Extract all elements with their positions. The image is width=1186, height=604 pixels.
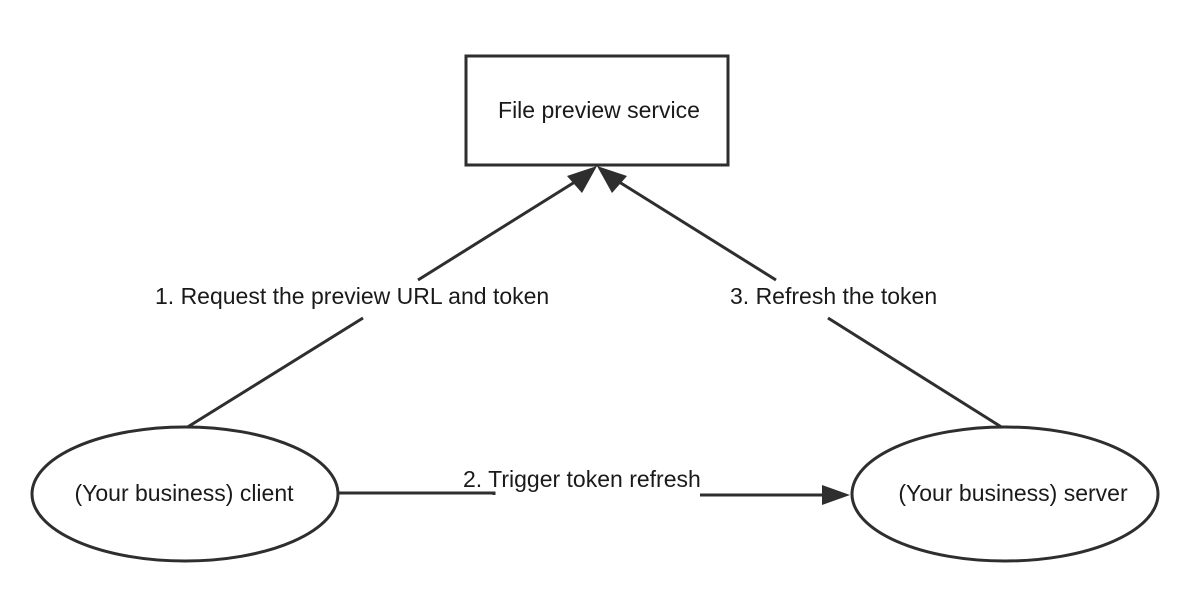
- node-client[interactable]: (Your business) client: [30, 425, 340, 563]
- edge-refresh-line-lower: [827, 316, 1004, 430]
- edge-trigger-label: 2. Trigger token refresh: [463, 466, 701, 492]
- edge-refresh: [597, 166, 1004, 430]
- edge-trigger-line-left: [339, 491, 496, 495]
- node-preview-service[interactable]: File preview service: [464, 54, 730, 167]
- client-label: (Your business) client: [74, 480, 294, 506]
- server-label: (Your business) server: [898, 480, 1128, 506]
- edge-refresh-label: 3. Refresh the token: [730, 283, 937, 309]
- edge-request-label: 1. Request the preview URL and token: [155, 283, 549, 309]
- edge-refresh-arrowhead: [597, 166, 627, 193]
- node-server[interactable]: (Your business) server: [850, 425, 1160, 563]
- edge-request: [185, 166, 597, 430]
- preview-service-box: [464, 54, 730, 167]
- preview-service-label: File preview service: [498, 97, 700, 123]
- edge-request-line-upper: [417, 178, 579, 282]
- edge-trigger-arrowhead: [822, 485, 850, 505]
- edge-trigger: [339, 485, 850, 505]
- server-ellipse: [850, 425, 1160, 563]
- edge-refresh-line-upper: [615, 178, 777, 282]
- client-ellipse: [30, 425, 340, 563]
- edge-request-arrowhead: [567, 166, 597, 193]
- edge-request-line-lower: [185, 316, 364, 430]
